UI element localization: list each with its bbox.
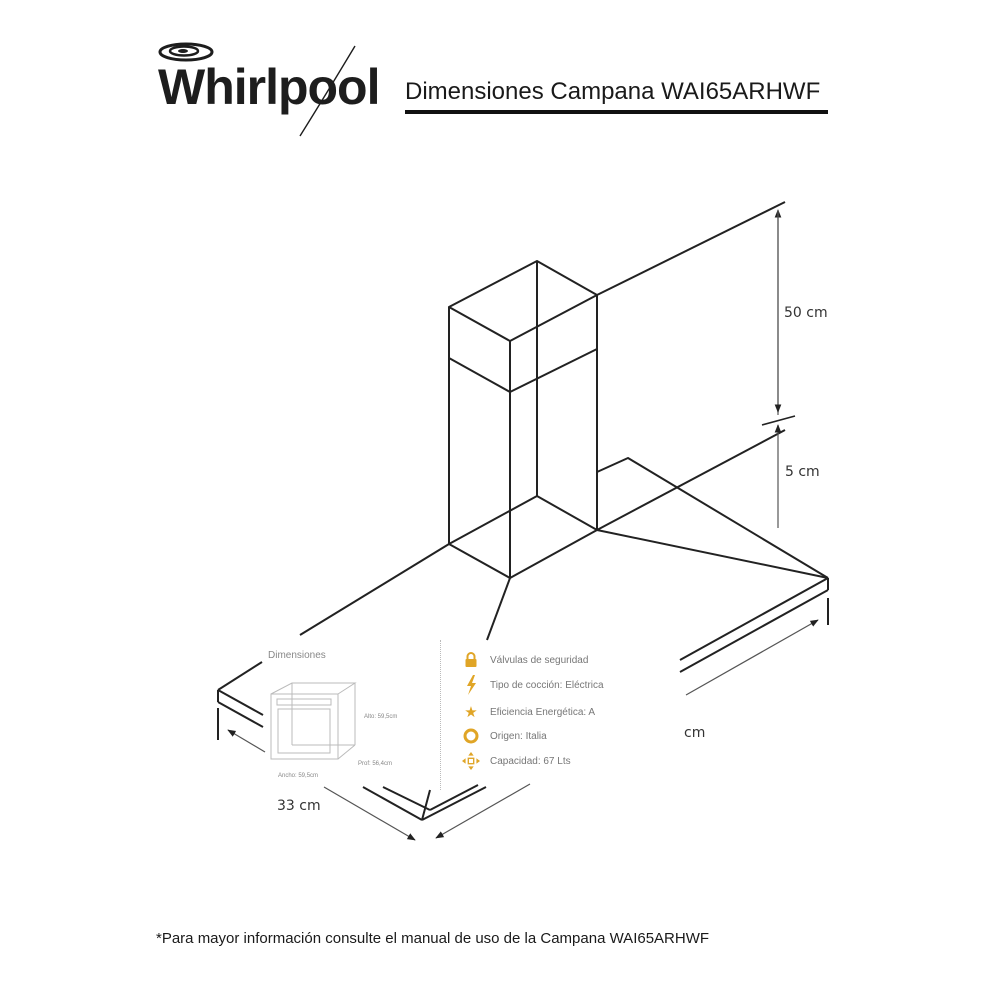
footer-note: *Para mayor información consulte el manu… — [156, 930, 710, 947]
width-label: cm — [684, 725, 706, 741]
brand-wordmark: Whirlpool — [158, 59, 380, 115]
feature-item: Capacidad: 67 Lts — [462, 752, 571, 770]
ancho-label: Ancho: 59,5cm — [278, 773, 319, 779]
info-panel-divider — [440, 640, 441, 790]
depth-label: 33 cm — [277, 798, 321, 814]
swirl-logo-icon — [158, 42, 214, 62]
feature-item: ★ Eficiencia Energética: A — [462, 703, 595, 721]
chimney-height-label: 50 cm — [784, 305, 828, 321]
feature-item: Tipo de cocción: Eléctrica — [462, 675, 604, 695]
feature-item: Origen: Italia — [462, 727, 547, 745]
info-panel-title: Dimensiones — [268, 650, 326, 661]
title-underline — [405, 110, 828, 114]
star-icon: ★ — [464, 704, 478, 721]
ring-icon — [462, 727, 480, 745]
capacity-icon — [462, 752, 480, 770]
whirlpool-logo: Whirlpool — [150, 36, 380, 137]
lightning-icon — [462, 675, 480, 695]
feature-item: Válvulas de seguridad — [462, 651, 588, 669]
lock-icon — [462, 651, 480, 669]
prof-label: Prof: 56,4cm — [358, 761, 393, 767]
logo-swoosh-icon — [299, 45, 356, 137]
alto-label: Alto: 59,5cm — [364, 714, 398, 720]
hood-height-label: 5 cm — [785, 464, 820, 480]
page-title: Dimensiones Campana WAI65ARHWF — [405, 78, 821, 105]
